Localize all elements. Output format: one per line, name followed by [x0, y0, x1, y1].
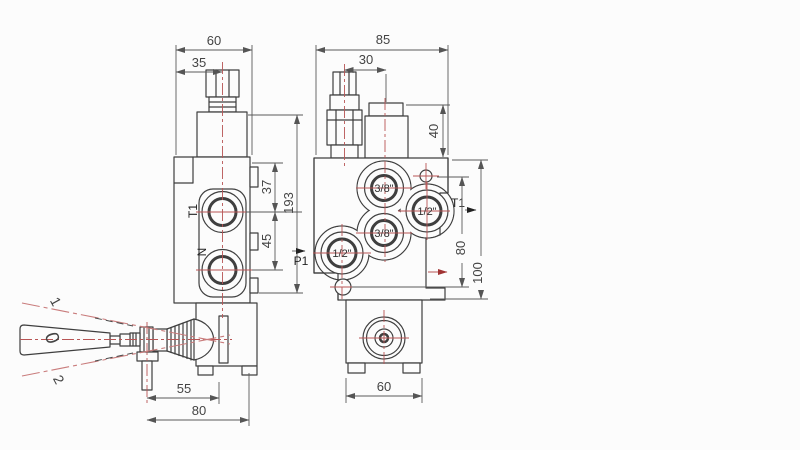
- centerlines-side: [20, 62, 252, 404]
- front-view: 3/8" 1/2" 3/8" 1/2" P1 T1 85 30 40: [292, 32, 488, 403]
- flow-label-p1: P1: [294, 254, 309, 268]
- dim-front-hole-spacing: 80: [453, 241, 468, 255]
- port-label-1-2-right: 1/2": [417, 206, 436, 218]
- port-label-t1-side: T1: [186, 204, 200, 218]
- port-label-1-2-bottom-left: 1/2": [332, 248, 351, 260]
- dim-side-width-total: 60: [207, 33, 221, 48]
- dim-side-height-total: 193: [281, 192, 296, 214]
- dim-side-spool-axis: 35: [192, 55, 206, 70]
- dim-side-rod-to-body: 80: [192, 403, 206, 418]
- dim-side-t1-to-n: 45: [259, 234, 274, 248]
- lever-handle: [19, 324, 111, 356]
- spool-cap: [364, 102, 409, 159]
- port-label-n-side: N: [195, 248, 209, 257]
- flow-label-p1-group: P1: [292, 248, 309, 268]
- dim-front-cap-height: 40: [426, 124, 441, 138]
- dim-front-width-total: 85: [376, 32, 390, 47]
- dim-side-rod-to-pivot: 55: [177, 381, 191, 396]
- dimensions-front: 85 30 40 80 100 60: [315, 32, 488, 403]
- lever-position-2-line: [21, 334, 231, 377]
- lever-mount-block: [193, 302, 258, 376]
- dim-side-top-to-t1: 37: [259, 180, 274, 194]
- lever-position-1-line: [21, 302, 231, 345]
- dim-front-base-width: 60: [377, 379, 391, 394]
- dimensions-side: 60 35 37 45 193 55 80: [146, 33, 303, 426]
- flow-label-t1: T1: [451, 196, 465, 210]
- dim-front-relief-to-spool: 30: [359, 52, 373, 67]
- centerlines-front: [313, 64, 450, 367]
- port-label-3-8-top: 3/8": [374, 183, 393, 195]
- dim-front-top-to-base: 100: [470, 262, 485, 284]
- side-view: 1 0 2 T1 N 60 35 37 45 193 55: [19, 33, 303, 426]
- port-label-3-8-middle: 3/8": [374, 228, 393, 240]
